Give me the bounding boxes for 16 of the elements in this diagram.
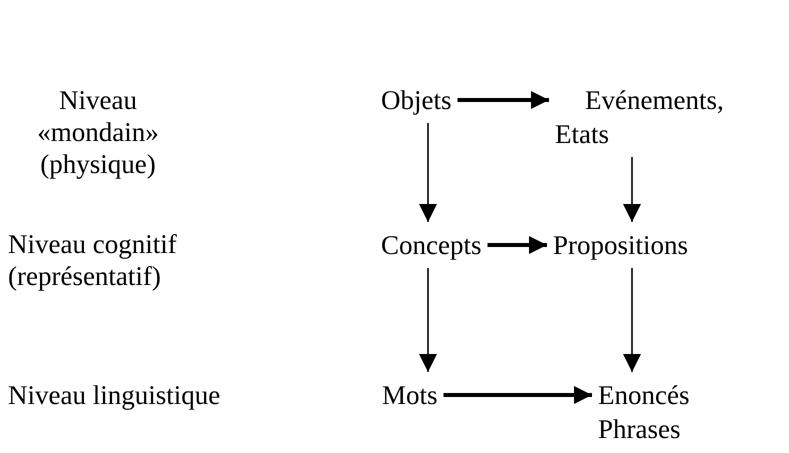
level-label: Niveau «mondain» (physique) — [36, 84, 160, 180]
level-label: Niveau linguistique — [8, 379, 222, 411]
node-text: Mots — [382, 379, 438, 412]
node-text: Propositions — [553, 229, 688, 262]
arrow — [623, 157, 641, 222]
node-text: Evénements, Etats — [555, 84, 725, 151]
arrow — [458, 91, 549, 109]
node-text: Enoncés Phrases — [598, 379, 690, 446]
arrow — [488, 236, 547, 254]
node-text: Objets — [381, 84, 452, 117]
arrow — [419, 123, 437, 222]
node-text: Concepts — [381, 229, 482, 262]
arrow — [623, 268, 641, 372]
arrow — [419, 268, 437, 372]
arrow — [444, 386, 592, 404]
level-label: Niveau cognitif (représentatif) — [8, 228, 178, 292]
